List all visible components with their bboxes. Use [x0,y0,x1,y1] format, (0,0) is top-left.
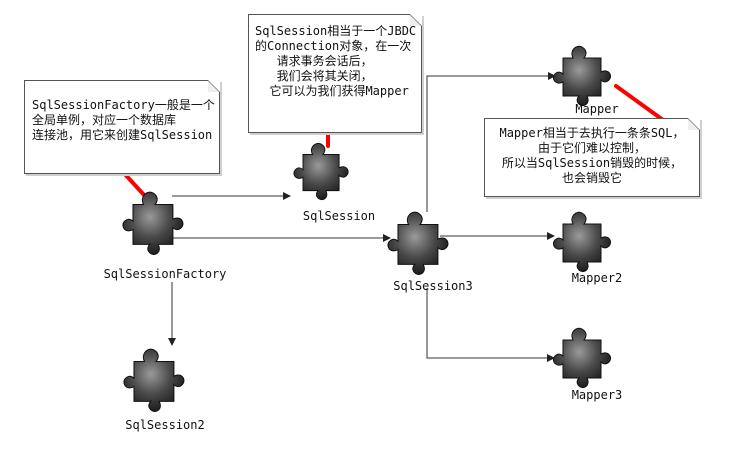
note-line: SqlSession相当于一个JBDC [255,24,417,38]
label-sqlsession3: SqlSession3 [393,279,473,293]
puzzle-piece-icon [552,45,612,107]
note-line: SqlSessionFactory一般是一个 [32,98,215,112]
label-mapper2: Mapper2 [571,271,623,285]
label-sqlsessionfactory: SqlSessionFactory [103,267,227,281]
label-sqlsession: SqlSession [302,209,376,223]
note-line: 由于它们难以控制， [537,141,646,155]
arrow-session3-to-mapper3 [426,288,555,362]
note-sqlsession: SqlSession相当于一个JBDC 的Connection对象，在一次 请求… [248,14,422,133]
note-line: 请求事务会话后， [255,54,373,68]
label-mapper: Mapper [575,102,619,116]
puzzle-piece-icon [387,211,449,275]
connector-factory [119,168,147,198]
arrows [168,72,556,362]
arrow-session3-to-mapper [426,72,556,212]
note-line: 全局单例，对应一个数据库 [32,113,177,127]
puzzle-piece-icon [293,142,349,201]
puzzle-piece-icon [122,191,184,255]
label-sqlsession2: SqlSession2 [125,418,205,432]
note-line: 所以当SqlSession销毁的时候， [501,156,683,170]
puzzle-piece-icon [123,348,185,412]
note-line: Mapper相当于去执行一条条SQL， [499,126,685,140]
note-line: 也会销毁它 [561,171,622,185]
note-line: 连接池，用它来创建SqlSession [32,128,213,142]
note-mapper: Mapper相当于去执行一条条SQL， 由于它们难以控制， 所以当SqlSess… [484,118,700,197]
note-line: 我们会将其关闭， [255,69,373,83]
label-mapper3: Mapper3 [571,388,623,402]
note-sqlsessionfactory: SqlSessionFactory一般是一个 全局单例，对应一个数据库 连接池，… [24,80,220,174]
puzzle-piece-icon [552,327,612,389]
note-line: 的Connection对象，在一次 [255,39,412,53]
puzzle-piece-icon [552,211,612,273]
note-line: 它可以为我们获得Mapper [255,84,409,98]
